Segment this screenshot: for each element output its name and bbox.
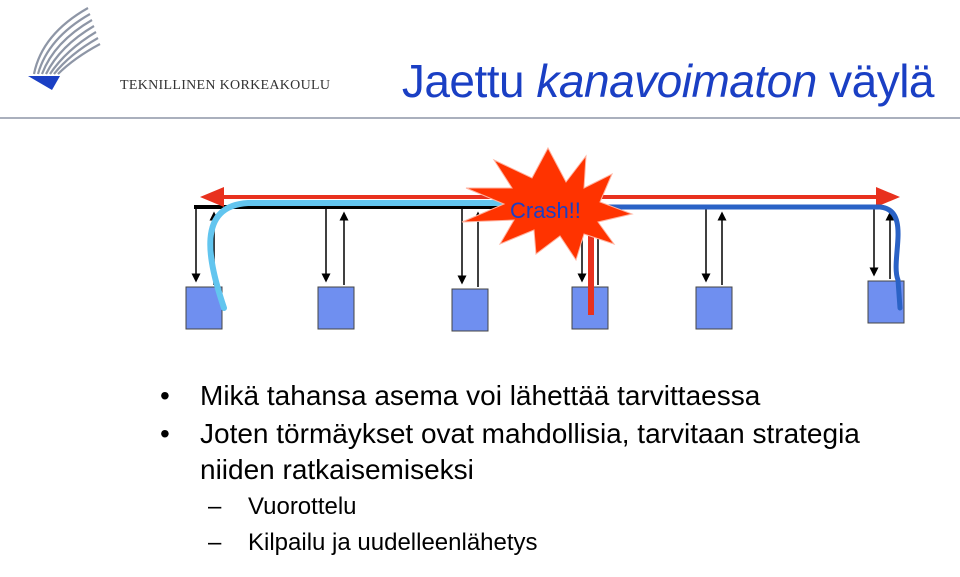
bullet-dot-icon: • bbox=[160, 380, 170, 411]
crash-label: Crash!! bbox=[510, 198, 581, 223]
crash-burst-icon bbox=[461, 146, 634, 262]
shared-bus-diagram: Crash!! bbox=[185, 146, 905, 332]
title-part1: Jaettu bbox=[401, 55, 537, 107]
sub-bullet-2: – Kilpailu ja uudelleenlähetys bbox=[160, 528, 940, 558]
sub-bullet-1: – Vuorottelu bbox=[160, 492, 940, 522]
bullet-item-2: • Joten törmäykset ovat mahdollisia, tar… bbox=[160, 416, 940, 488]
bullet-text-1: Mikä tahansa asema voi lähettää tarvitta… bbox=[200, 380, 761, 411]
university-logo: TEKNILLINEN KORKEAKOULU bbox=[22, 4, 330, 104]
sub-bullet-text-2: Kilpailu ja uudelleenlähetys bbox=[248, 529, 538, 556]
bullet-list: • Mikä tahansa asema voi lähettää tarvit… bbox=[160, 378, 940, 558]
signal-station-1 bbox=[207, 200, 563, 311]
bullet-dot-icon: • bbox=[160, 418, 170, 449]
title-italic: kanavoimaton bbox=[536, 55, 817, 107]
station-2 bbox=[317, 207, 355, 330]
station-5 bbox=[695, 207, 733, 330]
sub-bullet-text-1: Vuorottelu bbox=[248, 493, 357, 520]
page-title: Jaettu kanavoimaton väylä bbox=[401, 54, 935, 108]
bullet-item-1: • Mikä tahansa asema voi lähettää tarvit… bbox=[160, 378, 940, 414]
title-divider bbox=[0, 117, 960, 119]
bullet-text-2: Joten törmäykset ovat mahdollisia, tarvi… bbox=[200, 418, 860, 485]
dash-icon: – bbox=[208, 529, 222, 556]
station-3 bbox=[451, 207, 489, 332]
logo-text: TEKNILLINEN KORKEAKOULU bbox=[120, 78, 331, 93]
station-1 bbox=[185, 207, 223, 330]
title-part2: väylä bbox=[816, 55, 934, 107]
dash-icon: – bbox=[208, 493, 222, 520]
signal-station-6 bbox=[597, 204, 903, 311]
logo-wing-icon bbox=[28, 7, 101, 90]
